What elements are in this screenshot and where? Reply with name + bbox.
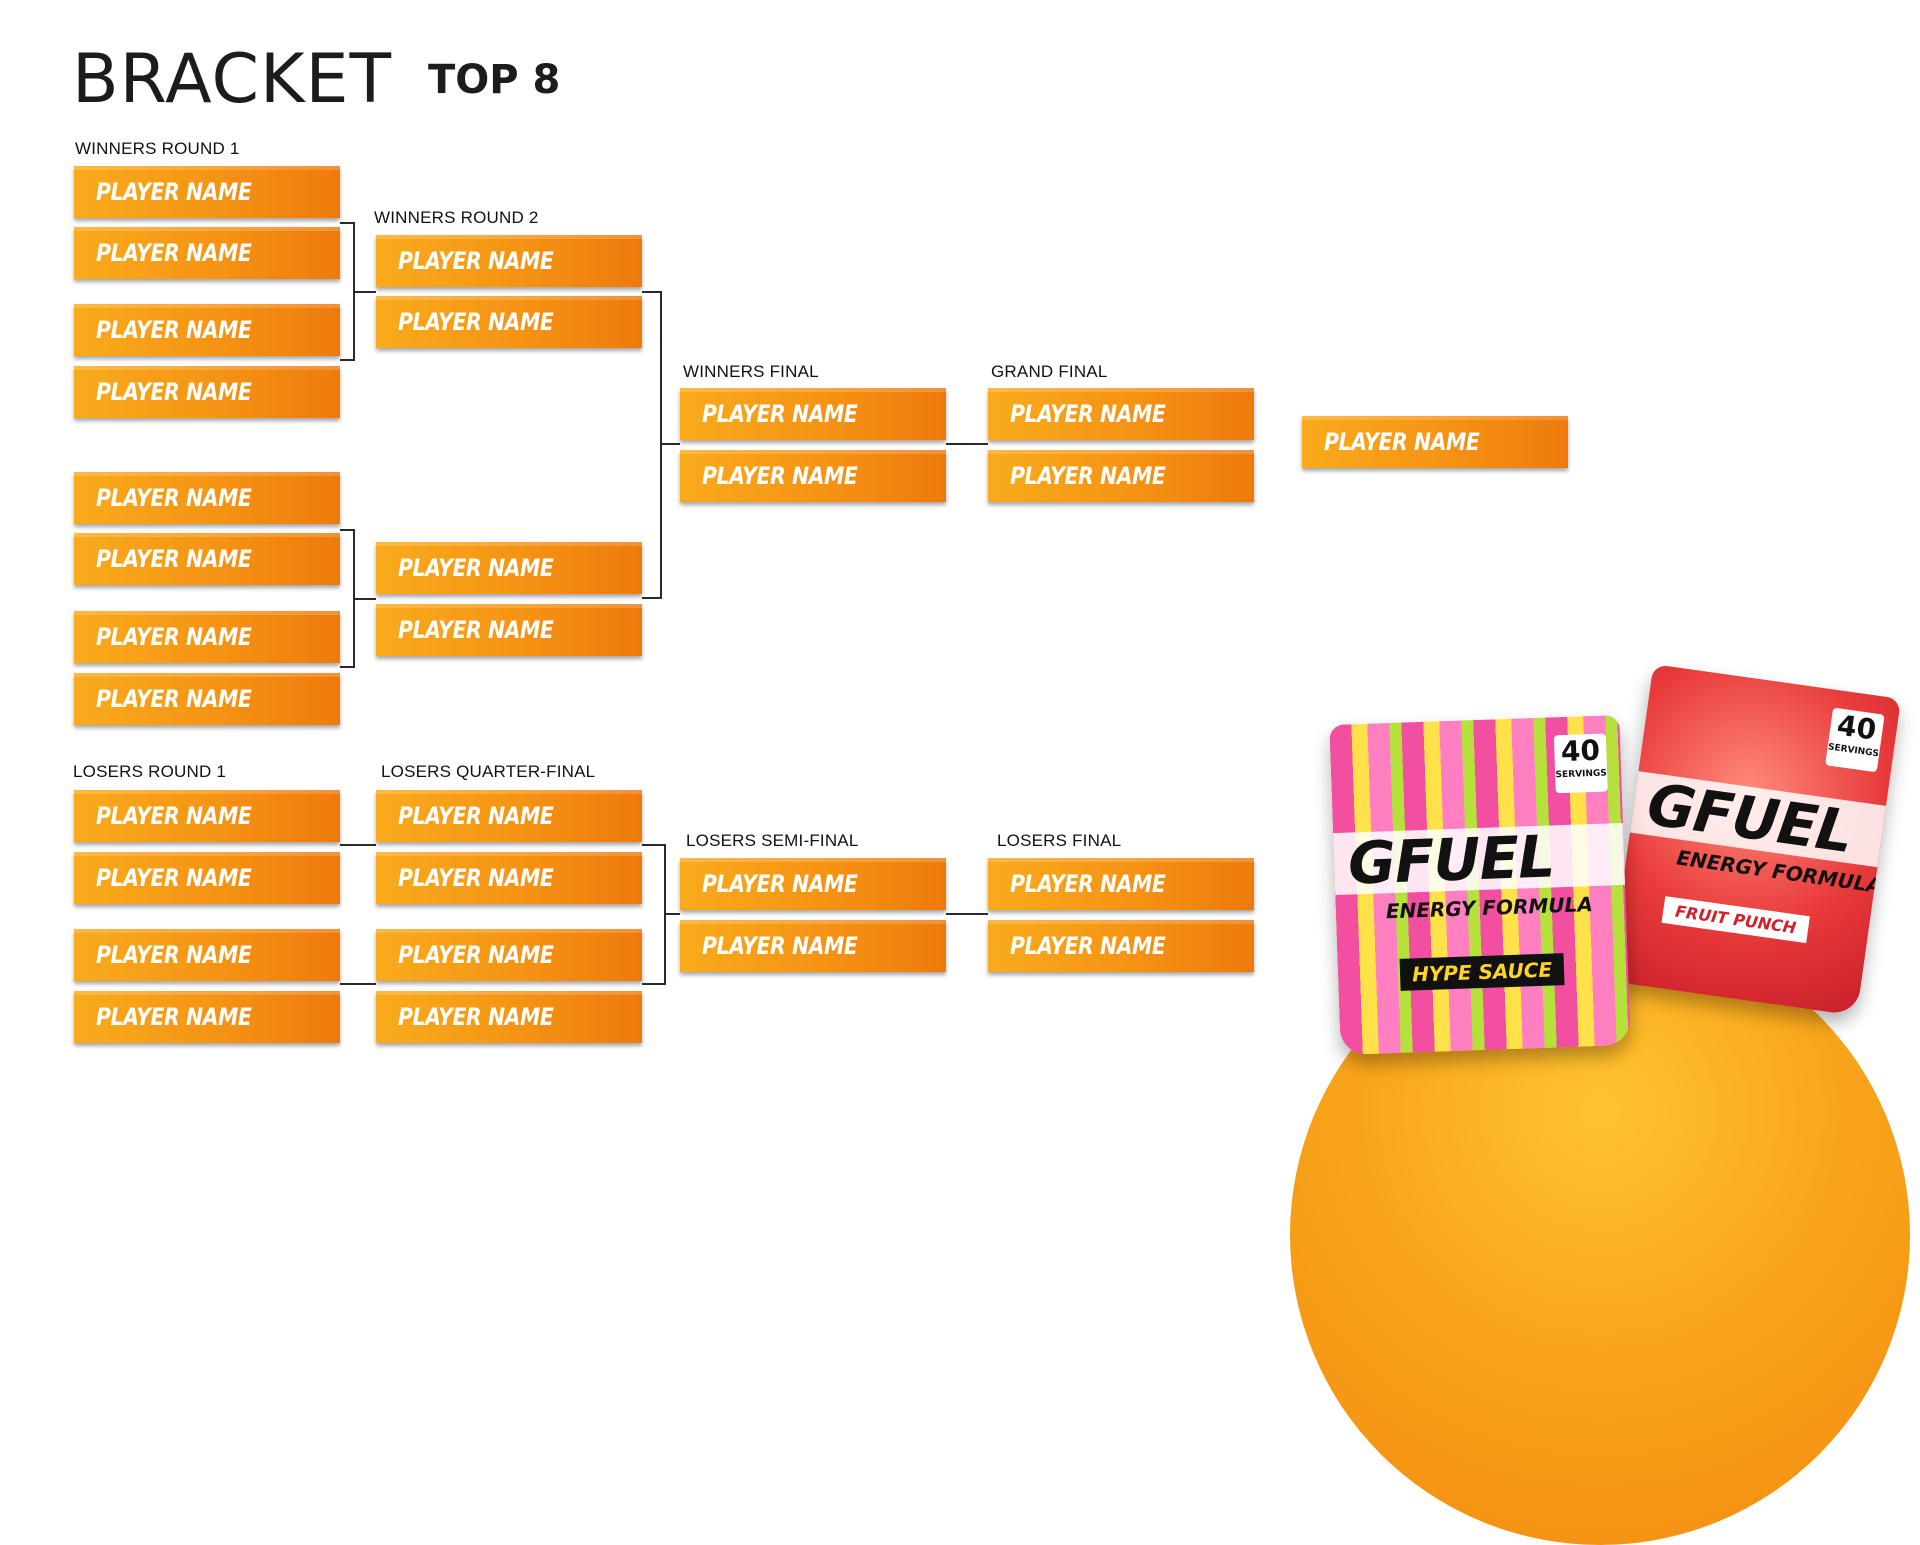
player-slot-wr1-6[interactable]: PLAYER NAME	[74, 533, 340, 585]
player-slot-champion[interactable]: PLAYER NAME	[1302, 416, 1568, 468]
player-name: PLAYER NAME	[702, 932, 858, 960]
player-slot-lr1-2[interactable]: PLAYER NAME	[74, 852, 340, 904]
player-name: PLAYER NAME	[1010, 462, 1166, 490]
brand-logo: GFUEL	[1643, 770, 1857, 867]
player-name: PLAYER NAME	[96, 378, 252, 406]
page-title: BRACKET	[72, 40, 393, 119]
connector-line	[353, 529, 355, 668]
player-slot-wr1-5[interactable]: PLAYER NAME	[74, 472, 340, 524]
player-name: PLAYER NAME	[398, 247, 554, 275]
player-slot-wr1-1[interactable]: PLAYER NAME	[74, 166, 340, 218]
round-label-winners-final: WINNERS FINAL	[683, 362, 819, 381]
servings-badge: 40 SERVINGS	[1825, 707, 1885, 773]
servings-label: SERVINGS	[1555, 768, 1608, 781]
connector-line	[664, 844, 666, 985]
player-name: PLAYER NAME	[96, 623, 252, 651]
round-label-losers-quarter-final: LOSERS QUARTER-FINAL	[381, 762, 596, 781]
player-slot-lqf-4[interactable]: PLAYER NAME	[376, 991, 642, 1043]
connector-line	[642, 844, 666, 846]
product-tub-hype-sauce: 40 SERVINGS GFUEL ENERGY FORMULA HYPE SA…	[1329, 715, 1631, 1055]
round-label-losers-round-1: LOSERS ROUND 1	[73, 762, 227, 781]
player-name: PLAYER NAME	[702, 462, 858, 490]
player-slot-lqf-2[interactable]: PLAYER NAME	[376, 852, 642, 904]
servings-badge: 40 SERVINGS	[1553, 733, 1608, 794]
connector-line	[642, 983, 666, 985]
player-slot-wr2-2[interactable]: PLAYER NAME	[376, 296, 642, 348]
round-label-losers-semi-final: LOSERS SEMI-FINAL	[686, 831, 859, 850]
player-slot-wr1-3[interactable]: PLAYER NAME	[74, 304, 340, 356]
connector-line	[946, 443, 988, 445]
player-name: PLAYER NAME	[1010, 870, 1166, 898]
player-name: PLAYER NAME	[398, 802, 554, 830]
connector-line	[340, 844, 376, 846]
player-slot-gf-2[interactable]: PLAYER NAME	[988, 450, 1254, 502]
player-name: PLAYER NAME	[1010, 932, 1166, 960]
player-slot-wr2-4[interactable]: PLAYER NAME	[376, 604, 642, 656]
connector-line	[660, 291, 662, 599]
product-tub-fruit-punch: 40 SERVINGS GFUEL ENERGY FORMULA FRUIT P…	[1608, 664, 1902, 1016]
player-slot-lf-1[interactable]: PLAYER NAME	[988, 858, 1254, 910]
flavor-label: FRUIT PUNCH	[1661, 896, 1810, 944]
flavor-label: HYPE SAUCE	[1399, 953, 1565, 991]
connector-line	[642, 291, 662, 293]
player-name: PLAYER NAME	[96, 1003, 252, 1031]
connector-line	[642, 597, 662, 599]
player-name: PLAYER NAME	[96, 178, 252, 206]
connector-line	[666, 913, 680, 915]
player-slot-gf-1[interactable]: PLAYER NAME	[988, 388, 1254, 440]
player-slot-lr1-3[interactable]: PLAYER NAME	[74, 929, 340, 981]
round-label-grand-final: GRAND FINAL	[991, 362, 1108, 381]
player-slot-lsf-2[interactable]: PLAYER NAME	[680, 920, 946, 972]
player-slot-lqf-3[interactable]: PLAYER NAME	[376, 929, 642, 981]
player-name: PLAYER NAME	[398, 616, 554, 644]
player-name: PLAYER NAME	[96, 545, 252, 573]
connector-line	[946, 913, 988, 915]
connector-line	[355, 291, 376, 293]
player-name: PLAYER NAME	[398, 941, 554, 969]
player-name: PLAYER NAME	[1324, 428, 1480, 456]
player-name: PLAYER NAME	[702, 870, 858, 898]
player-slot-wf-2[interactable]: PLAYER NAME	[680, 450, 946, 502]
player-slot-wr1-7[interactable]: PLAYER NAME	[74, 611, 340, 663]
player-name: PLAYER NAME	[96, 685, 252, 713]
connector-line	[340, 666, 354, 668]
player-name: PLAYER NAME	[398, 554, 554, 582]
round-label-winners-round-2: WINNERS ROUND 2	[374, 208, 539, 227]
player-slot-wf-1[interactable]: PLAYER NAME	[680, 388, 946, 440]
formula-label: ENERGY FORMULA	[1385, 892, 1594, 924]
player-name: PLAYER NAME	[398, 864, 554, 892]
connector-line	[340, 529, 354, 531]
player-slot-lr1-4[interactable]: PLAYER NAME	[74, 991, 340, 1043]
round-label-losers-final: LOSERS FINAL	[997, 831, 1122, 850]
player-name: PLAYER NAME	[96, 484, 252, 512]
player-name: PLAYER NAME	[96, 864, 252, 892]
connector-line	[340, 983, 376, 985]
player-slot-lr1-1[interactable]: PLAYER NAME	[74, 790, 340, 842]
player-slot-wr1-8[interactable]: PLAYER NAME	[74, 673, 340, 725]
connector-line	[355, 598, 376, 600]
player-slot-lf-2[interactable]: PLAYER NAME	[988, 920, 1254, 972]
player-name: PLAYER NAME	[1010, 400, 1166, 428]
connector-line	[340, 222, 354, 224]
round-label-winners-round-1: WINNERS ROUND 1	[75, 139, 240, 158]
page-subtitle: TOP 8	[428, 57, 561, 103]
player-slot-wr2-1[interactable]: PLAYER NAME	[376, 235, 642, 287]
connector-line	[662, 443, 680, 445]
player-name: PLAYER NAME	[96, 239, 252, 267]
player-slot-lsf-1[interactable]: PLAYER NAME	[680, 858, 946, 910]
connector-line	[353, 222, 355, 361]
brand-logo: GFUEL	[1346, 822, 1556, 898]
servings-number: 40	[1560, 733, 1601, 769]
player-slot-lqf-1[interactable]: PLAYER NAME	[376, 790, 642, 842]
player-slot-wr1-2[interactable]: PLAYER NAME	[74, 227, 340, 279]
player-name: PLAYER NAME	[398, 308, 554, 336]
player-name: PLAYER NAME	[702, 400, 858, 428]
player-name: PLAYER NAME	[398, 1003, 554, 1031]
player-name: PLAYER NAME	[96, 316, 252, 344]
player-slot-wr1-4[interactable]: PLAYER NAME	[74, 366, 340, 418]
player-name: PLAYER NAME	[96, 941, 252, 969]
player-slot-wr2-3[interactable]: PLAYER NAME	[376, 542, 642, 594]
player-name: PLAYER NAME	[96, 802, 252, 830]
connector-line	[340, 359, 354, 361]
